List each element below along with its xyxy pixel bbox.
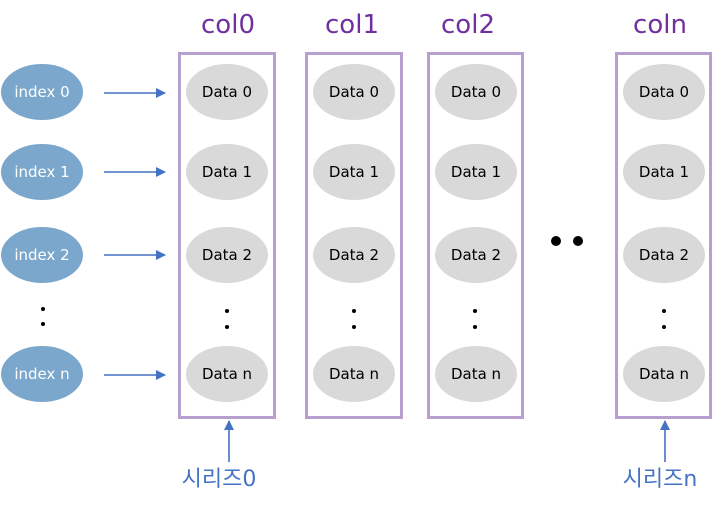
col2-box (427, 52, 524, 419)
index-n-label: index n (14, 365, 70, 383)
coln-ellipsis-dot-2 (662, 325, 666, 329)
index-ellipsis-dot-2 (41, 322, 45, 326)
col0-cell-1: Data 1 (186, 144, 268, 200)
coln-title: coln (633, 10, 687, 40)
coln-cell-n: Data n (623, 346, 705, 402)
col1-ellipsis-dot-1 (352, 309, 356, 313)
coln-cell-1-label: Data 1 (638, 163, 690, 181)
col1-cell-n-label: Data n (328, 365, 380, 383)
index-1-label: index 1 (14, 163, 70, 181)
index-0-ellipse: index 0 (1, 64, 83, 120)
col1-ellipsis-dot-2 (352, 325, 356, 329)
series-n-label: 시리즈n (622, 467, 698, 492)
index-ellipsis-dot-1 (41, 307, 45, 311)
col2-cell-1: Data 1 (435, 144, 517, 200)
col2-cell-0-label: Data 0 (450, 83, 502, 101)
col0-cell-n: Data n (186, 346, 268, 402)
coln-cell-1: Data 1 (623, 144, 705, 200)
col0-title: col0 (201, 10, 255, 40)
series-0-label: 시리즈0 (181, 467, 257, 492)
col2-cell-1-label: Data 1 (450, 163, 502, 181)
col0-cell-0: Data 0 (186, 64, 268, 120)
col0-cell-0-label: Data 0 (201, 83, 253, 101)
col1-cell-0-label: Data 0 (328, 83, 380, 101)
coln-cell-0: Data 0 (623, 64, 705, 120)
col1-cell-1: Data 1 (313, 144, 395, 200)
col0-cell-2-label: Data 2 (201, 246, 253, 264)
index-1-ellipse: index 1 (1, 144, 83, 200)
col0-cell-1-label: Data 1 (201, 163, 253, 181)
col2-cell-2-label: Data 2 (450, 246, 502, 264)
col1-box (305, 52, 403, 419)
col1-cell-1-label: Data 1 (328, 163, 380, 181)
col1-cell-2-label: Data 2 (328, 246, 380, 264)
col0-cell-2: Data 2 (186, 227, 268, 283)
col1-title: col1 (325, 10, 379, 40)
index-2-label: index 2 (14, 246, 70, 264)
col1-cell-2: Data 2 (313, 227, 395, 283)
col0-ellipsis-dot-2 (225, 325, 229, 329)
col2-title: col2 (441, 10, 495, 40)
col2-cell-n: Data n (435, 346, 517, 402)
col2-cell-0: Data 0 (435, 64, 517, 120)
coln-cell-0-label: Data 0 (638, 83, 690, 101)
col2-ellipsis-dot-1 (473, 309, 477, 313)
columns-ellipsis-dot-2 (573, 236, 583, 246)
col2-ellipsis-dot-2 (473, 325, 477, 329)
col2-cell-2: Data 2 (435, 227, 517, 283)
index-0-label: index 0 (14, 83, 70, 101)
col1-cell-0: Data 0 (313, 64, 395, 120)
coln-cell-2-label: Data 2 (638, 246, 690, 264)
col1-cell-n: Data n (313, 346, 395, 402)
col0-box (178, 52, 276, 419)
coln-cell-n-label: Data n (638, 365, 690, 383)
columns-ellipsis-dot-1 (551, 236, 561, 246)
coln-box (615, 52, 712, 419)
index-2-ellipse: index 2 (1, 227, 83, 283)
coln-ellipsis-dot-1 (662, 309, 666, 313)
col2-cell-n-label: Data n (450, 365, 502, 383)
coln-cell-2: Data 2 (623, 227, 705, 283)
index-n-ellipse: index n (1, 346, 83, 402)
col0-ellipsis-dot-1 (225, 309, 229, 313)
col0-cell-n-label: Data n (201, 365, 253, 383)
